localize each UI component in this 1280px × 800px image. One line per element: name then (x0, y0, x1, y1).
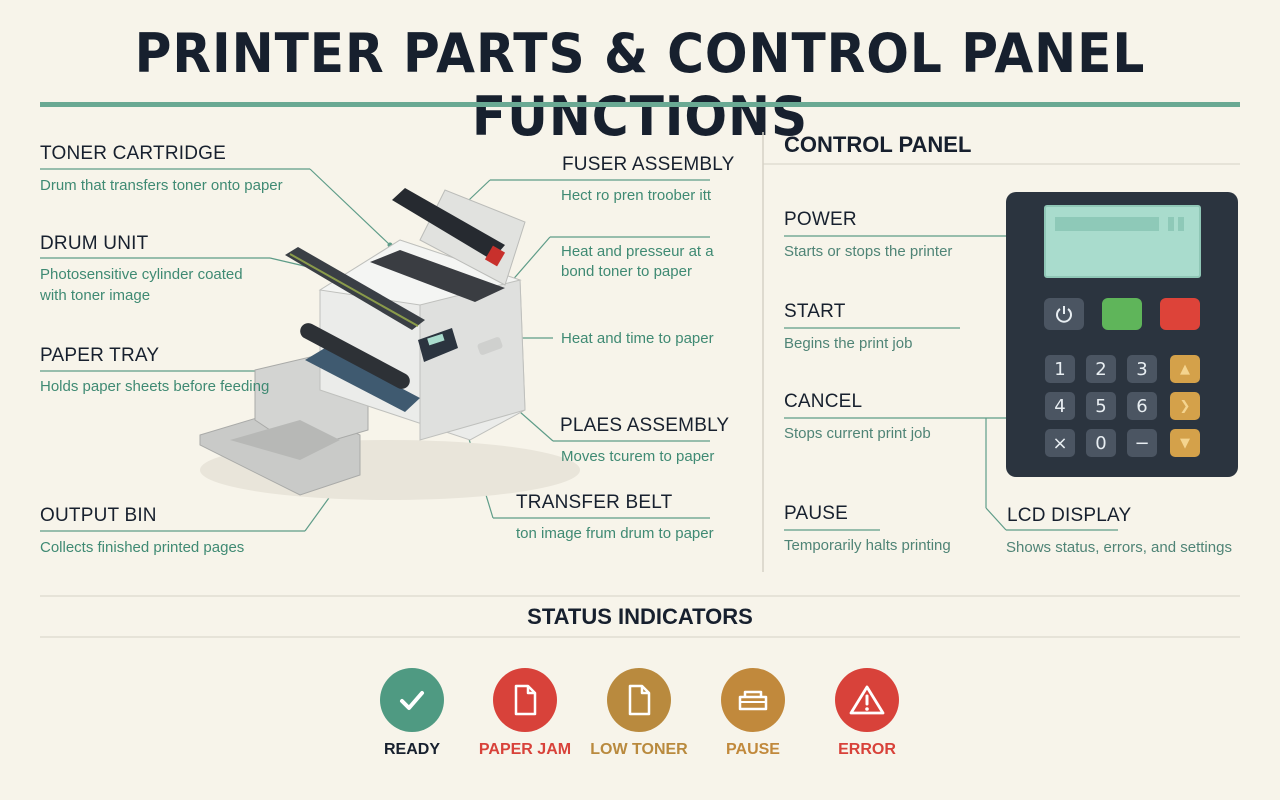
key-1[interactable]: 1 (1045, 355, 1075, 383)
paper-jam-indicator (493, 668, 557, 732)
low-toner-label: LOW TONER (590, 741, 688, 758)
power-desc: Starts or stops the printer (784, 243, 953, 260)
pause-status-label: PAUSE (726, 741, 780, 758)
enter-button[interactable]: ❯ (1170, 392, 1200, 420)
heat-pressure-desc-2: bond toner to paper (561, 263, 692, 280)
paper-jam-label: PAPER JAM (478, 741, 572, 758)
power-label: POWER (784, 209, 857, 230)
output-bin-desc: Collects finished printed pages (40, 539, 245, 556)
fuser-assembly-label: FUSER ASSEMBLY (562, 154, 735, 175)
tray-icon (738, 690, 768, 711)
start-button[interactable] (1102, 298, 1142, 330)
output-bin-label: OUTPUT BIN (40, 505, 157, 526)
start-desc: Begins the print job (784, 335, 913, 352)
key-clear[interactable]: × (1045, 429, 1075, 457)
key-5[interactable]: 5 (1086, 392, 1116, 420)
toner-cartridge-label: TONER CARTRIDGE (40, 143, 226, 164)
lcd-display-desc: Shows status, errors, and settings (1006, 539, 1232, 556)
low-toner-indicator (607, 668, 671, 732)
check-icon (400, 691, 424, 710)
up-arrow-button[interactable]: ▲ (1170, 355, 1200, 383)
plaes-assembly-desc: Moves tcurem to paper (561, 448, 715, 465)
page-title: PRINTER PARTS & CONTROL PANEL FUNCTIONS (134, 22, 1146, 148)
enter-icon: ❯ (1179, 398, 1191, 414)
pause-label: PAUSE (784, 503, 849, 524)
key-6[interactable]: 6 (1127, 392, 1157, 420)
key-2[interactable]: 2 (1086, 355, 1116, 383)
lcd-display-label: LCD DISPLAY (1007, 505, 1132, 526)
fuser-assembly-desc: Hect ro pren troober itt (561, 187, 712, 204)
key-4[interactable]: 4 (1045, 392, 1075, 420)
plaes-assembly-label: PLAES ASSEMBLY (560, 415, 730, 436)
key-0[interactable]: 0 (1086, 429, 1116, 457)
up-arrow-icon: ▲ (1180, 361, 1190, 377)
toner-cartridge-desc: Drum that transfers toner onto paper (40, 177, 283, 194)
transfer-belt-desc: ton image frum drum to paper (516, 525, 714, 542)
status-indicators-heading: STATUS INDICATORS (527, 604, 753, 629)
pause-indicator (721, 668, 785, 732)
control-panel-heading: CONTROL PANEL (784, 132, 972, 157)
start-label: START (784, 301, 846, 322)
cancel-label: CANCEL (784, 391, 863, 412)
error-indicator (835, 668, 899, 732)
key-minus[interactable]: − (1127, 429, 1157, 457)
pause-desc: Temporarily halts printing (784, 537, 951, 554)
transfer-belt-label: TRANSFER BELT (516, 492, 673, 513)
cancel-desc: Stops current print job (784, 425, 931, 442)
document-icon (628, 684, 651, 716)
warning-icon (849, 685, 885, 715)
down-arrow-button[interactable]: ▼ (1170, 429, 1200, 457)
drum-unit-desc-2: with toner image (40, 287, 151, 304)
power-button[interactable] (1044, 298, 1084, 330)
title-underline (40, 102, 1240, 107)
paper-tray-label: PAPER TRAY (40, 345, 160, 366)
lcd-screen (1044, 205, 1201, 278)
ready-indicator (380, 668, 444, 732)
document-icon (514, 684, 537, 716)
ready-label: READY (383, 741, 440, 758)
drum-unit-label: DRUM UNIT (40, 233, 149, 254)
printer-illustration (199, 188, 580, 500)
error-label: ERROR (838, 741, 896, 758)
paper-tray-desc: Holds paper sheets before feeding (40, 378, 270, 395)
key-3[interactable]: 3 (1127, 355, 1157, 383)
heat-time-desc: Heat and time to paper (561, 330, 714, 347)
down-arrow-icon: ▼ (1180, 435, 1190, 451)
heat-pressure-desc-1: Heat and presseur at a (561, 243, 714, 260)
cancel-button[interactable] (1160, 298, 1200, 330)
drum-unit-desc-1: Photosensitive cylinder coated (40, 266, 243, 283)
power-icon (1056, 306, 1072, 323)
